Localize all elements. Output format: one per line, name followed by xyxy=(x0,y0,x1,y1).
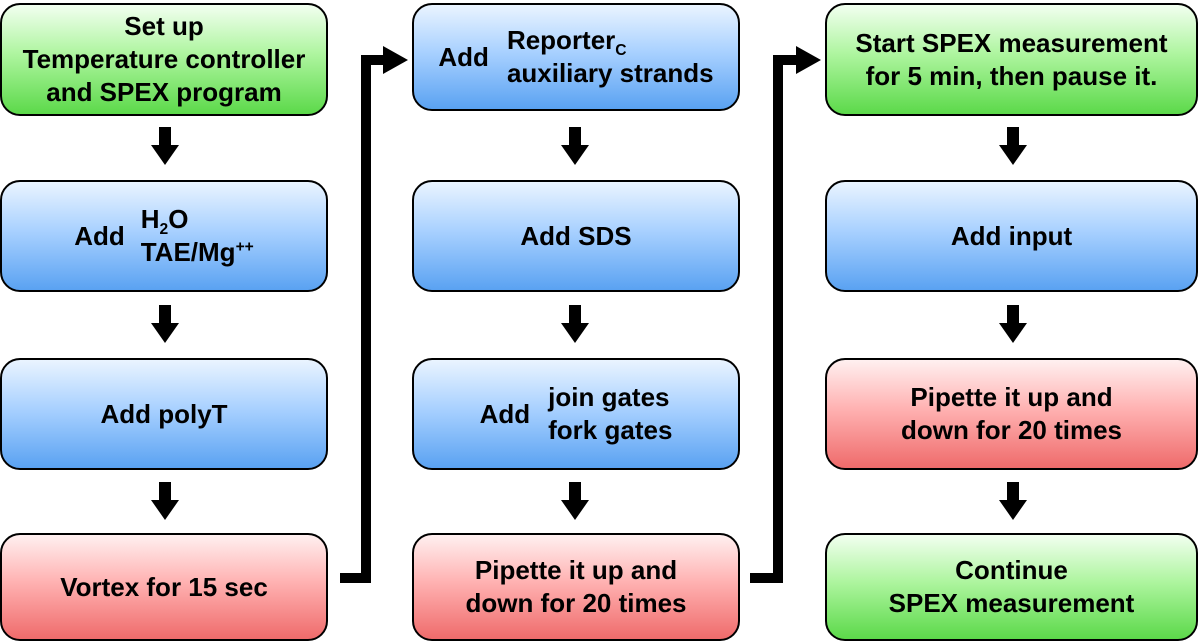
step-setup: Set up Temperature controller and SPEX p… xyxy=(0,3,328,116)
step-add-polyt: Add polyT xyxy=(0,358,328,470)
vortex-label: Vortex for 15 sec xyxy=(60,571,268,602)
step-continue-spex: Continue SPEX measurement xyxy=(825,533,1198,641)
add-verb: Add xyxy=(74,220,125,251)
step-add-reporter: Add ReporterC auxiliary strands xyxy=(412,3,740,111)
pipette-line-2: down for 20 times xyxy=(465,588,687,618)
connector-col2-to-col3 xyxy=(750,46,821,583)
setup-line-1: Set up xyxy=(124,11,204,41)
start-spex-line-2: for 5 min, then pause it. xyxy=(865,60,1158,91)
step-add-h2o-tae: Add H2O TAE/Mg++ xyxy=(0,180,328,292)
down-arrow-col1-3 xyxy=(151,482,179,520)
down-arrow-col1-2 xyxy=(151,305,179,343)
setup-line-3: and SPEX program xyxy=(46,77,282,107)
continue-line-1: Continue xyxy=(955,555,1068,585)
add-input-label: Add input xyxy=(950,220,1073,251)
h2o-label: H2O xyxy=(140,204,189,239)
reporter-label: ReporterC xyxy=(506,25,627,60)
tae-mg-label: TAE/Mg++ xyxy=(140,237,254,267)
down-arrow-col2-2 xyxy=(561,305,589,343)
add-sds-label: Add SDS xyxy=(520,220,632,251)
continue-line-2: SPEX measurement xyxy=(888,588,1135,618)
step-pipette-col3: Pipette it up and down for 20 times xyxy=(825,358,1198,470)
add-verb: Add xyxy=(438,41,489,72)
down-arrow-col2-3 xyxy=(561,482,589,520)
step-pipette-col2: Pipette it up and down for 20 times xyxy=(412,533,740,641)
setup-line-2: Temperature controller xyxy=(22,44,306,74)
down-arrow-col3-2 xyxy=(999,305,1027,343)
step-start-spex: Start SPEX measurement for 5 min, then p… xyxy=(825,3,1198,116)
fork-gates-label: fork gates xyxy=(548,415,673,445)
add-verb: Add xyxy=(479,398,531,429)
step-add-gates: Add join gates fork gates xyxy=(412,358,740,470)
pipette-line-2: down for 20 times xyxy=(900,415,1123,445)
join-gates-label: join gates xyxy=(548,382,670,412)
down-arrow-col1-1 xyxy=(151,127,179,165)
connector-col1-to-col2 xyxy=(340,46,408,583)
step-add-input: Add input xyxy=(825,180,1198,292)
pipette-line-1: Pipette it up and xyxy=(474,555,678,585)
add-polyt-label: Add polyT xyxy=(100,398,228,429)
step-vortex: Vortex for 15 sec xyxy=(0,533,328,641)
step-add-sds: Add SDS xyxy=(412,180,740,292)
down-arrow-col3-3 xyxy=(999,482,1027,520)
auxiliary-strands-label: auxiliary strands xyxy=(506,58,714,88)
pipette-line-1: Pipette it up and xyxy=(910,382,1113,412)
down-arrow-col3-1 xyxy=(999,127,1027,165)
start-spex-line-1: Start SPEX measurement xyxy=(855,27,1168,58)
down-arrow-col2-1 xyxy=(561,127,589,165)
